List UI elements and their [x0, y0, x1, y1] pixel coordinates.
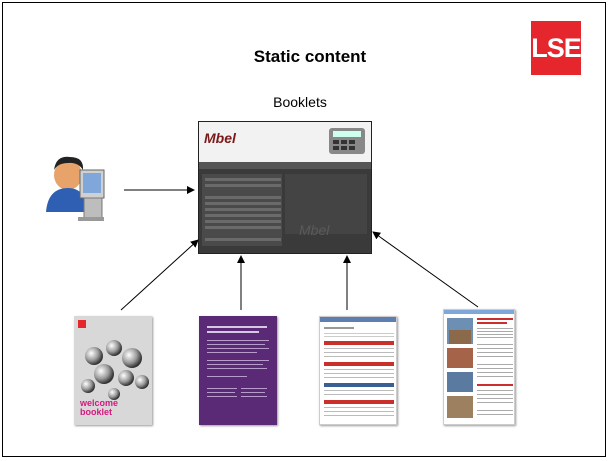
photo-booklet-page	[443, 309, 515, 425]
lse-logo: LSE	[531, 21, 582, 75]
slide-frame	[2, 2, 606, 457]
arrow-booklet1-to-site	[120, 239, 199, 311]
arrow-booklet4-to-site	[372, 231, 479, 308]
booklet-title: welcome booklet	[80, 398, 119, 417]
site-header: Mbel	[199, 122, 371, 162]
calculator-icon	[329, 128, 365, 154]
table-booklet-page	[319, 316, 397, 425]
website-screenshot: Mbel Mbel	[198, 121, 372, 254]
site-logo: Mbel	[204, 130, 236, 146]
lse-logo-text: LSE	[531, 32, 582, 63]
slide-title: Static content	[253, 47, 367, 66]
site-nav-bar	[199, 162, 371, 169]
welcome-booklet-cover: welcome booklet	[74, 316, 152, 425]
site-watermark: Mbel	[299, 222, 330, 238]
booklets-label: Booklets	[273, 94, 327, 110]
table-page-content	[320, 317, 396, 416]
user-at-computer-icon	[46, 156, 105, 221]
spheres-image	[81, 340, 149, 400]
photo-page-content	[444, 310, 514, 418]
site-left-panel	[202, 174, 282, 246]
purple-booklet-page	[199, 316, 277, 425]
purple-page-text	[207, 326, 269, 397]
site-right-panel	[285, 174, 367, 234]
booklet-lse-mark	[78, 320, 86, 328]
